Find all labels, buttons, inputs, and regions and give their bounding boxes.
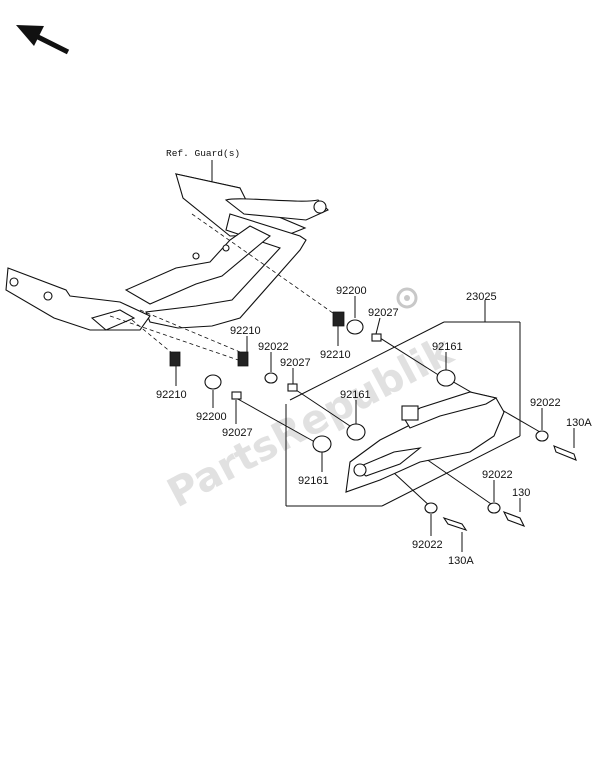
label-92027: 92027 (222, 427, 253, 439)
turn-signal-lamp (345, 391, 505, 493)
label-92022: 92022 (258, 341, 289, 353)
label-92022: 92022 (482, 469, 513, 481)
label-92210: 92210 (320, 349, 351, 361)
label-92161: 92161 (340, 389, 371, 401)
label-130A: 130A (448, 555, 474, 567)
part-shapes (169, 311, 577, 532)
label-92200: 92200 (196, 411, 227, 423)
label-92161: 92161 (432, 341, 463, 353)
label-92022: 92022 (530, 397, 561, 409)
label-130: 130 (512, 487, 530, 499)
guard-frame (5, 173, 329, 331)
ref-guard-label: Ref. Guard(s) (166, 148, 240, 159)
label-130A: 130A (566, 417, 592, 429)
label-92027: 92027 (368, 307, 399, 319)
part-labels: 23025 92200 92210 92027 92161 92210 9202… (156, 285, 592, 567)
label-92161: 92161 (298, 475, 329, 487)
label-23025: 23025 (466, 291, 497, 303)
label-92200: 92200 (336, 285, 367, 297)
gear-icon (396, 287, 418, 309)
label-92027: 92027 (280, 357, 311, 369)
front-arrow-icon (16, 25, 70, 55)
label-92022: 92022 (412, 539, 443, 551)
assembly-bracket-23025 (285, 308, 521, 507)
label-leaders (175, 296, 575, 552)
label-92210: 92210 (156, 389, 187, 401)
label-92210: 92210 (230, 325, 261, 337)
